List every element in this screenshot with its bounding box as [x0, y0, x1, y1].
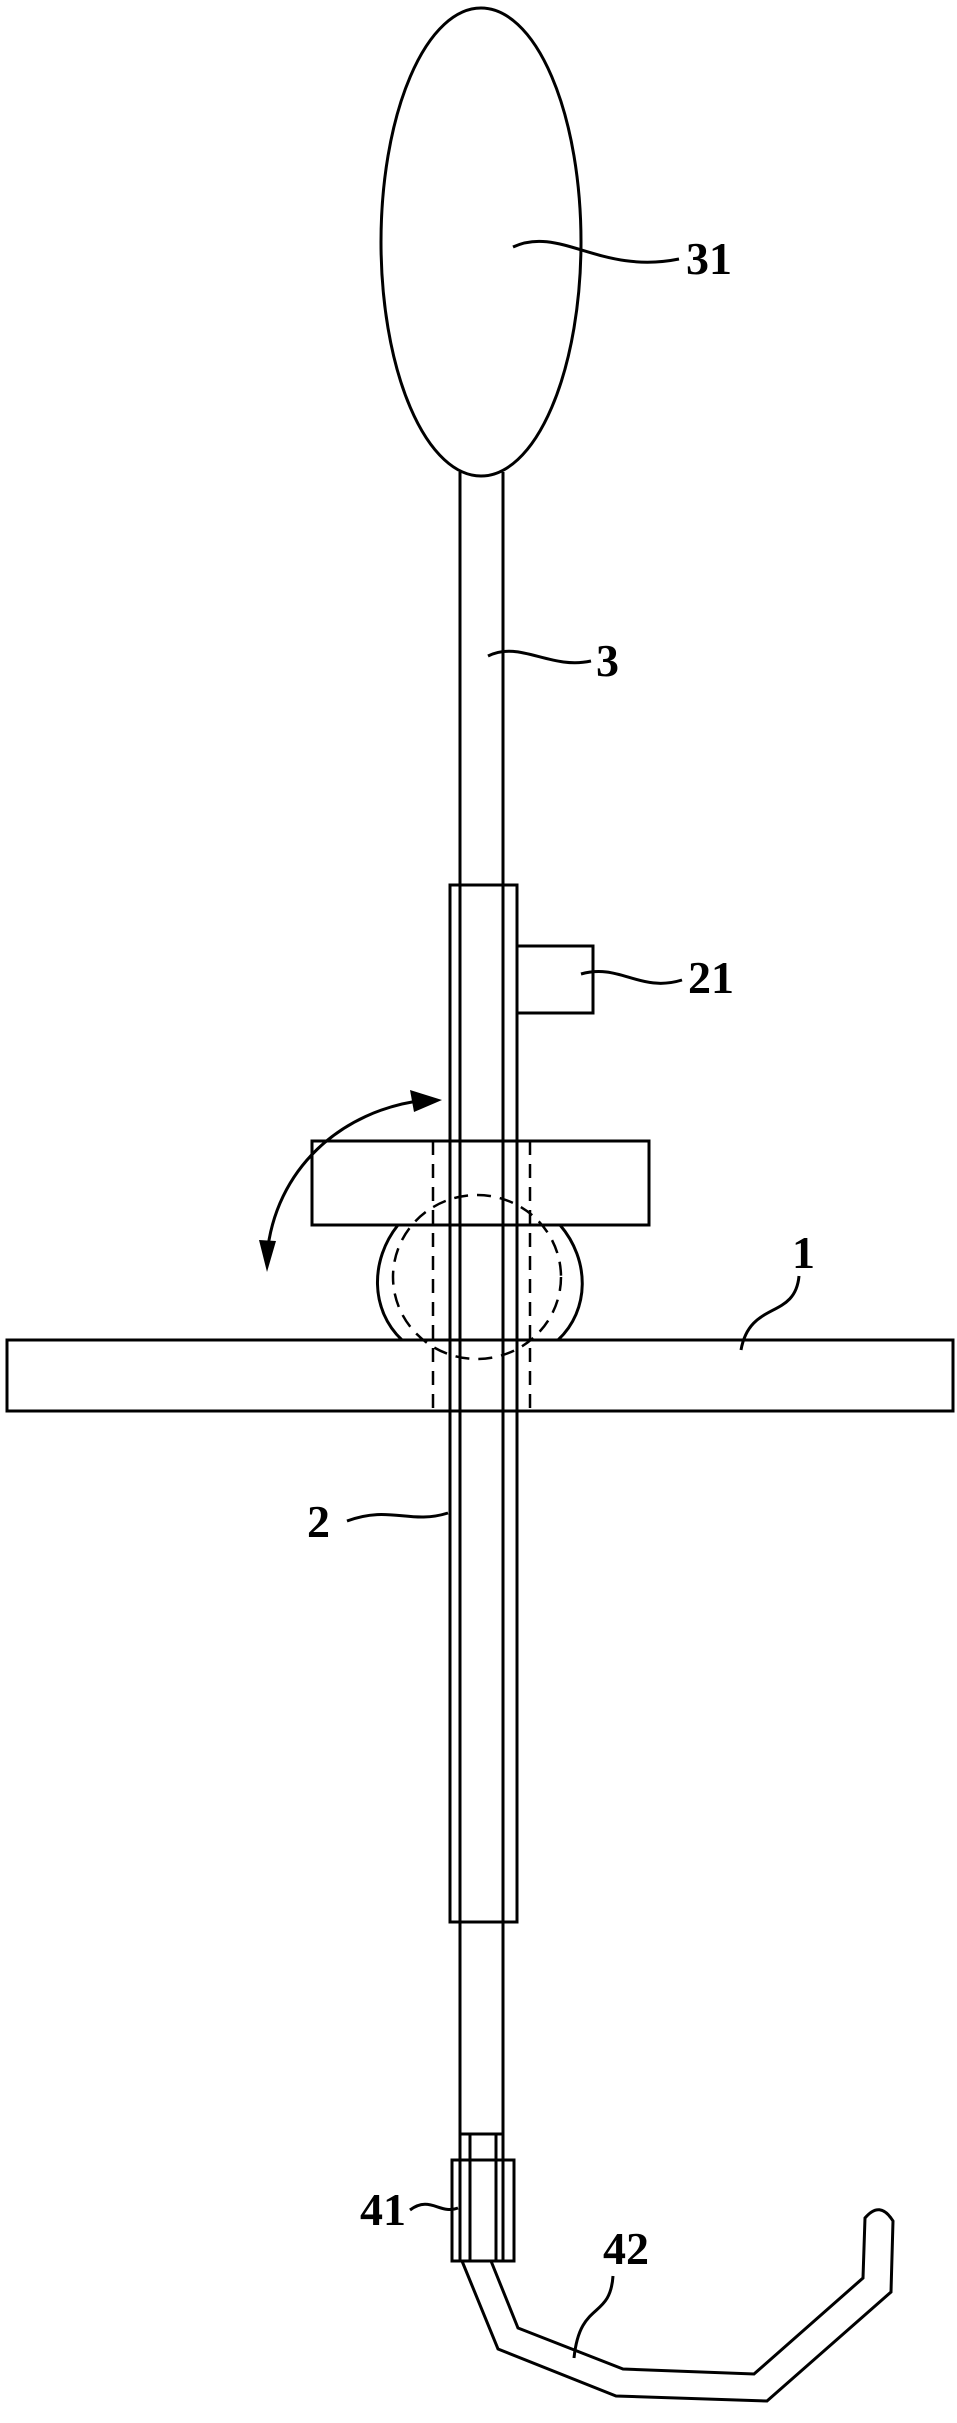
leader-3 [487, 649, 592, 665]
handle-oval [379, 6, 583, 478]
leader-21 [580, 970, 683, 985]
leader-31 [512, 239, 680, 264]
plate [5, 1338, 955, 1413]
ball-joint [376, 1224, 584, 1342]
tube-block [515, 944, 595, 1015]
leader-2 [346, 1511, 449, 1523]
label-connector: 41 [360, 2184, 406, 2235]
rotation-arrow [265, 1098, 426, 1256]
hook [460, 2208, 895, 2403]
label-hook: 42 [603, 2223, 649, 2274]
label-plate: 1 [792, 1227, 815, 1278]
leader-1 [739, 1275, 801, 1351]
arrow-head-down-icon [259, 1240, 276, 1272]
collar [310, 1139, 651, 1227]
ball-joint-hidden [391, 1193, 563, 1361]
tube [448, 883, 519, 1924]
leader-41 [409, 2202, 459, 2212]
arrow-head-right-icon [410, 1090, 442, 1112]
label-rod: 3 [596, 635, 619, 686]
label-handle: 31 [686, 233, 732, 284]
label-tube-block: 21 [688, 952, 734, 1003]
label-tube: 2 [307, 1496, 330, 1547]
leader-42 [572, 2275, 615, 2359]
